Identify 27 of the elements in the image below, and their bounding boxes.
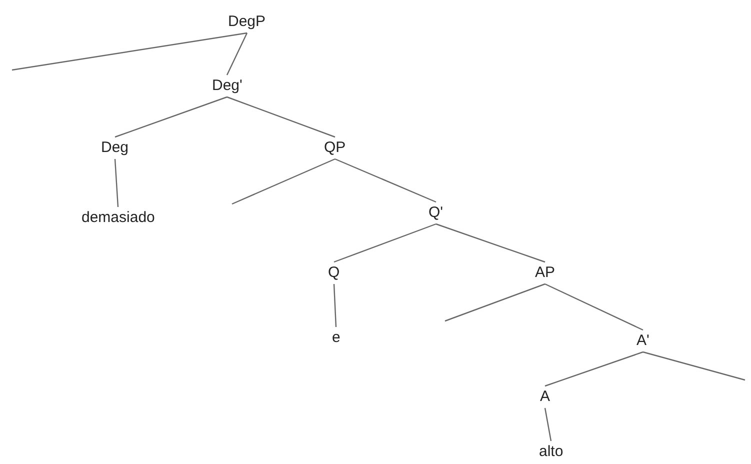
tree-branch bbox=[333, 284, 337, 328]
tree-node-label: Q' bbox=[428, 204, 444, 222]
tree-branch bbox=[334, 223, 436, 263]
tree-branch bbox=[226, 96, 336, 138]
tree-node-label: A' bbox=[636, 332, 650, 350]
tree-branch bbox=[544, 351, 644, 387]
tree-branch bbox=[334, 158, 436, 203]
tree-branch bbox=[444, 283, 546, 322]
tree-branch bbox=[436, 223, 546, 263]
tree-branch bbox=[226, 32, 248, 76]
tree-branch bbox=[642, 351, 746, 381]
tree-branch bbox=[544, 408, 552, 442]
tree-node-label: e bbox=[331, 329, 342, 347]
tree-node-label: AP bbox=[534, 264, 556, 282]
tree-node-label: demasiado bbox=[80, 209, 156, 227]
tree-node-label: A bbox=[539, 388, 552, 406]
tree-branch bbox=[114, 96, 228, 138]
tree-branch bbox=[544, 283, 644, 331]
tree-node-label: Deg bbox=[100, 139, 130, 157]
tree-node-label: QP bbox=[323, 139, 347, 157]
tree-node-label: DegP bbox=[227, 13, 267, 31]
tree-node-label: Deg' bbox=[211, 77, 244, 95]
tree-branch bbox=[232, 158, 336, 205]
tree-branch bbox=[12, 32, 248, 71]
tree-node-label: Q bbox=[327, 264, 341, 282]
tree-branch bbox=[114, 158, 119, 208]
tree-node-label: alto bbox=[538, 443, 564, 461]
